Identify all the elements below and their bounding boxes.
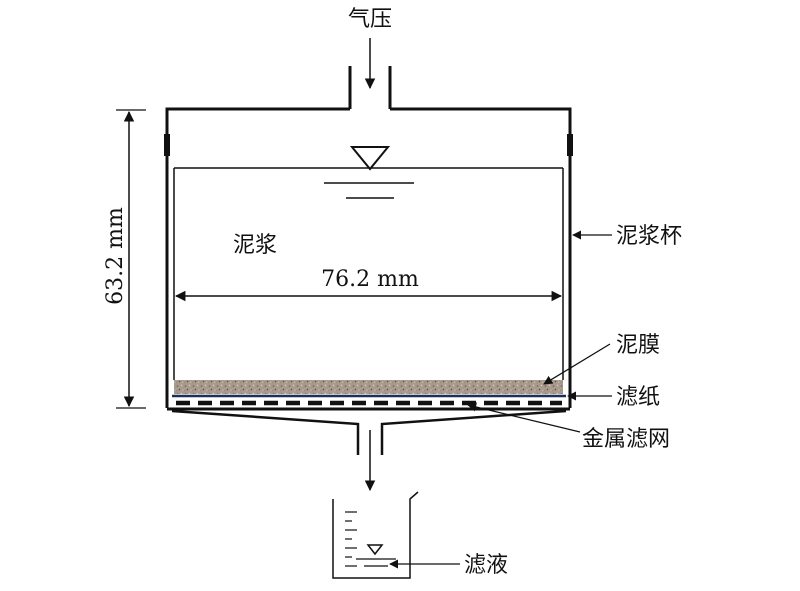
mud-cake-leader [543,343,611,385]
gas-pressure-label: 气压 [348,7,392,32]
right-clamp [567,134,573,156]
beaker [332,491,419,579]
mud-cake [174,380,563,394]
mud-cup [164,107,573,408]
mud-label: 泥浆 [233,233,277,258]
mud-cake-label: 泥膜 [616,333,660,358]
filter-paper-label: 滤纸 [616,385,660,410]
diameter-label: 76.2 mm [321,267,419,292]
funnel [171,409,567,455]
liquid-level-symbol [324,146,414,199]
mud-cup-label: 泥浆杯 [616,224,682,249]
gas-inlet-pipe [348,66,392,109]
metal-screen-label: 金属滤网 [582,427,670,452]
filtrate-label: 滤液 [464,553,508,578]
height-dimension [116,109,146,409]
height-label: 63.2 mm [103,207,128,305]
metal-screen-leader [467,402,581,433]
left-clamp [164,134,170,156]
